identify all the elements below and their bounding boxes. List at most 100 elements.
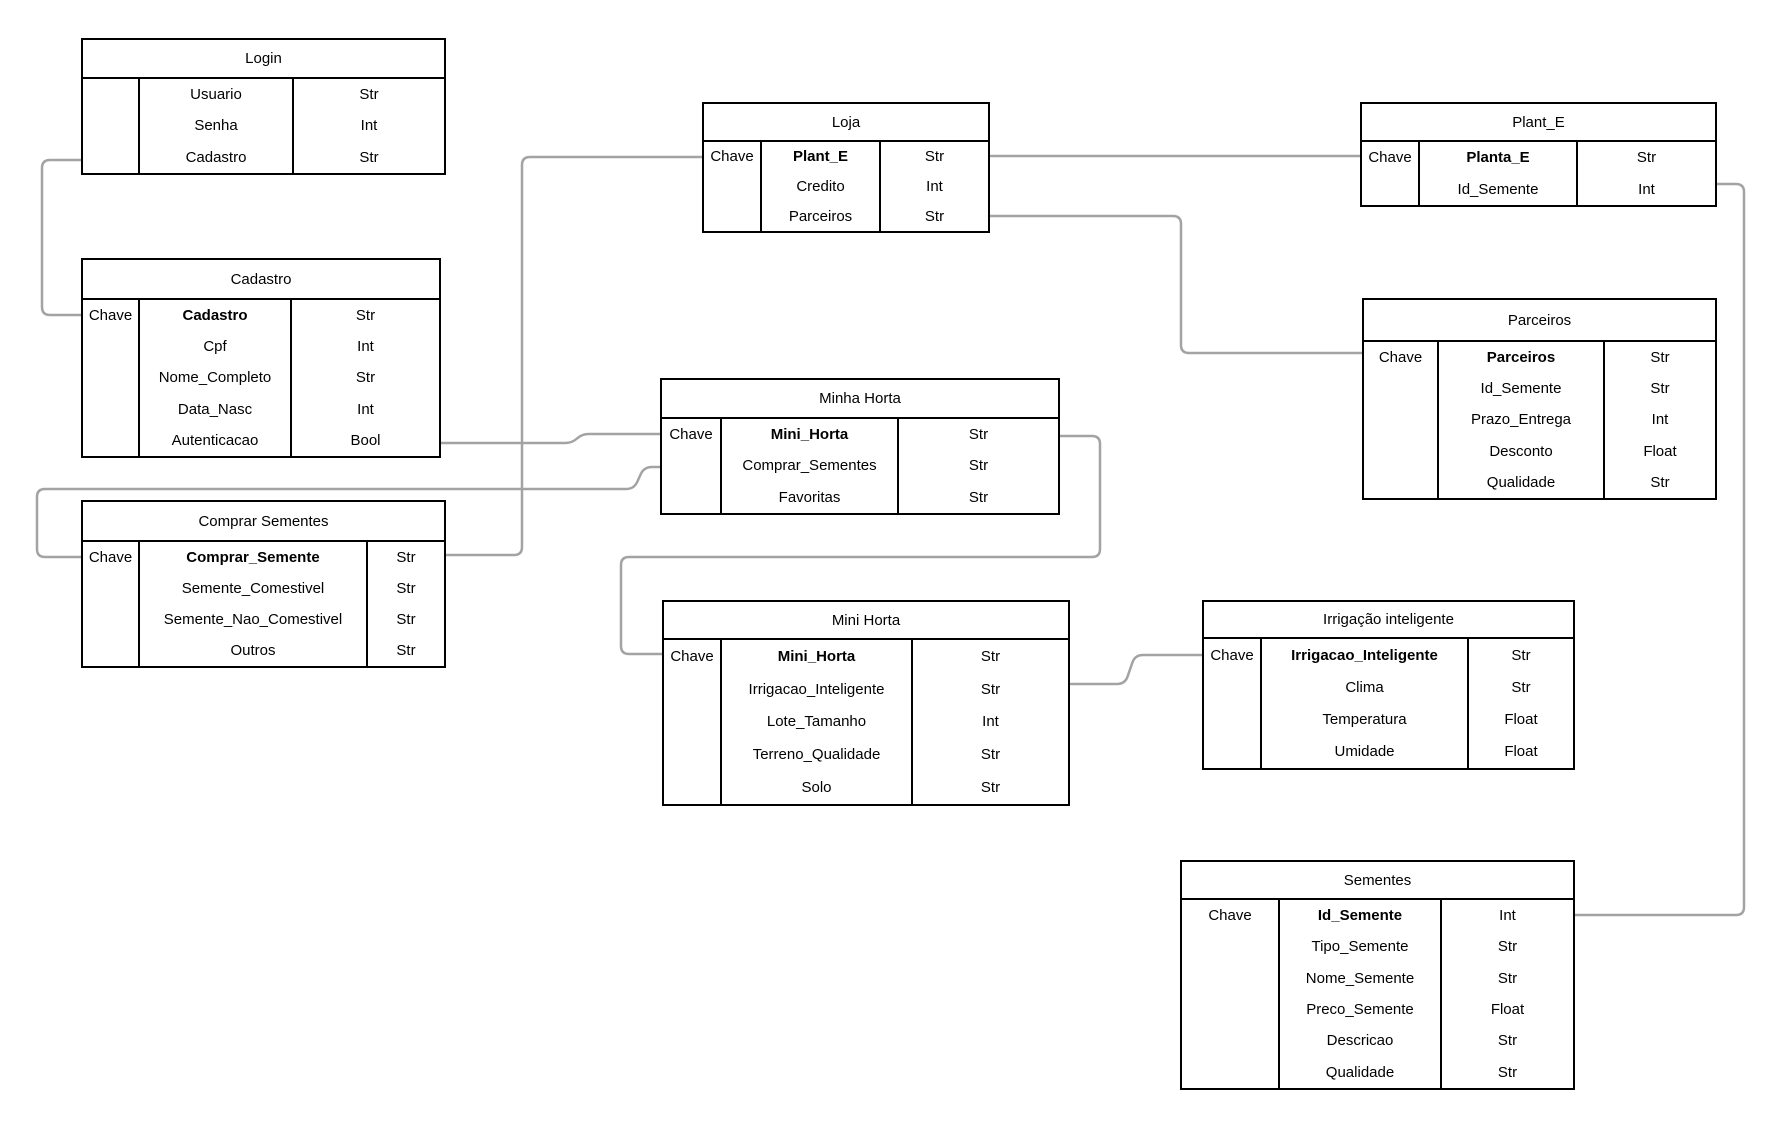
connector-loja-comprar-sementes[interactable] — [446, 155, 702, 557]
attribute-type: Float — [1643, 442, 1677, 460]
attribute-type: Str — [396, 642, 416, 659]
entity-title: Comprar Sementes — [83, 502, 444, 542]
attribute-type: Str — [968, 426, 989, 444]
connector-minha-horta-mini-horta[interactable] — [619, 434, 1102, 656]
attribute-name: Usuario — [190, 86, 242, 104]
attribute-type: Float — [1504, 711, 1538, 729]
connector-comprar-sementes-minha-horta[interactable] — [35, 465, 660, 559]
attribute-name: Nome_Semente — [1305, 969, 1415, 987]
attribute-name: Id_Semente — [1457, 180, 1539, 198]
attribute-type: Int — [1638, 180, 1655, 198]
attribute-type: Str — [1511, 678, 1531, 696]
attribute-name: Tipo_Semente — [1311, 938, 1409, 956]
attribute-type: Str — [980, 779, 1001, 797]
key-label: Chave — [1368, 149, 1412, 167]
entity-title: Login — [83, 40, 444, 79]
attribute-name: Outros — [230, 642, 276, 659]
attribute-name: Semente_Comestivel — [181, 580, 325, 597]
key-column: Chave — [1182, 900, 1280, 1088]
key-column: Chave — [83, 542, 140, 666]
key-label: Chave — [1378, 349, 1423, 367]
key-label: Chave — [88, 549, 133, 566]
attribute-name: Irrigacao_Inteligente — [748, 680, 885, 698]
attribute-name: Parceiros — [788, 207, 853, 225]
attribute-name: Cpf — [203, 338, 227, 356]
connector-cadastro-minha-horta[interactable] — [441, 432, 660, 445]
key-label: Chave — [88, 307, 133, 325]
attribute-name: Credito — [796, 177, 845, 195]
key-column: Chave — [662, 419, 722, 513]
attribute-type: Str — [1497, 1032, 1518, 1050]
entity-title: Cadastro — [83, 260, 439, 300]
attribute-type: Float — [1504, 743, 1538, 761]
attribute-name: Mini_Horta — [770, 426, 849, 444]
attribute-name: Lote_Tamanho — [766, 713, 867, 731]
attribute-name: Comprar_Sementes — [742, 457, 877, 475]
connector-login-cadastro[interactable] — [40, 158, 81, 317]
attribute-name: Qualidade — [1486, 473, 1556, 491]
attribute-type: Str — [980, 680, 1001, 698]
attribute-name: Cadastro — [185, 148, 247, 166]
attribute-name: Semente_Nao_Comestivel — [163, 611, 343, 628]
connector-loja-parceiros[interactable] — [990, 214, 1362, 355]
attribute-type: Str — [1650, 380, 1670, 398]
attribute-type: Bool — [350, 431, 381, 449]
attribute-type: Int — [926, 177, 943, 195]
entity-title: Minha Horta — [662, 380, 1058, 419]
key-label: Chave — [710, 148, 754, 166]
attribute-type: Int — [357, 400, 374, 418]
attribute-type: Str — [1636, 149, 1657, 167]
key-label — [83, 79, 138, 110]
key-column — [83, 79, 140, 173]
key-column: Chave — [1204, 639, 1262, 768]
attribute-type: Str — [980, 647, 1001, 665]
key-column: Chave — [664, 640, 722, 804]
attribute-name: Data_Nasc — [177, 400, 253, 418]
attribute-type: Int — [357, 338, 374, 356]
attribute-name: Plant_E — [792, 148, 849, 166]
key-column: Chave — [704, 142, 762, 231]
attribute-type: Str — [980, 746, 1001, 764]
attribute-type: Int — [982, 713, 999, 731]
attribute-type: Str — [1497, 969, 1518, 987]
attribute-name: Preco_Semente — [1306, 1001, 1414, 1019]
key-label: Chave — [670, 647, 714, 665]
attribute-type: Str — [968, 488, 989, 506]
attribute-name: Solo — [801, 779, 832, 797]
connector-plant-e-sementes[interactable] — [1575, 182, 1746, 917]
attribute-name: Descricao — [1326, 1032, 1394, 1050]
entity-title: Sementes — [1182, 862, 1573, 900]
attribute-type: Str — [1511, 646, 1531, 664]
connector-mini-horta-irrigacao[interactable] — [1070, 653, 1202, 686]
attribute-type: Int — [1651, 411, 1669, 429]
